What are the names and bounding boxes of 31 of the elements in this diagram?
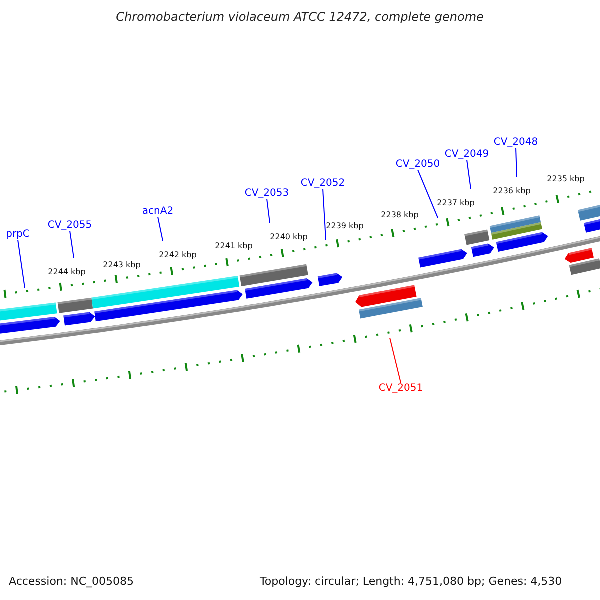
gene-label: CV_2049 — [444, 149, 490, 160]
position-label: 2237 kbp — [437, 198, 475, 208]
footer-note: Topology: circular; Length: 4,751,080 bp; Genes: 4,530 — [260, 575, 562, 588]
title: Chromobacterium violaceum ATCC 12472, complete genome — [115, 10, 485, 24]
gene-label: CV_2053 — [244, 188, 290, 199]
leader-line — [466, 160, 472, 190]
gene-label: CV_2050 — [396, 159, 440, 170]
position-label: 2236 kbp — [493, 186, 531, 196]
leader-line — [158, 216, 164, 242]
gene-label: CV_2052 — [300, 178, 346, 189]
gene-label: CV_2055 — [48, 220, 92, 231]
leader-line — [322, 188, 326, 240]
position-label: 2238 kbp — [381, 210, 419, 220]
leader-line — [266, 198, 270, 224]
position-label: 2239 kbp — [326, 222, 364, 230]
leader-line — [18, 240, 26, 288]
position-label: 2243 kbp — [103, 260, 141, 270]
gene-label: CV_2051 — [378, 383, 424, 394]
position-label: 2240 kbp — [270, 232, 308, 242]
leader-line — [390, 338, 402, 384]
position-label: 2235 kbp — [547, 174, 585, 184]
position-label: 2244 kbp — [48, 268, 86, 276]
leader-line — [70, 230, 74, 258]
position-label: 2242 kbp — [159, 250, 197, 260]
gene-label: prpC — [6, 229, 30, 240]
leader-line — [418, 170, 438, 218]
gene-label: acnA2 — [142, 206, 174, 217]
position-label: 2241 kbp — [215, 242, 253, 250]
footer-note: Accession: NC_005085 — [9, 575, 134, 588]
leader-line — [516, 148, 518, 178]
gene-label: CV_2048 — [494, 137, 538, 148]
